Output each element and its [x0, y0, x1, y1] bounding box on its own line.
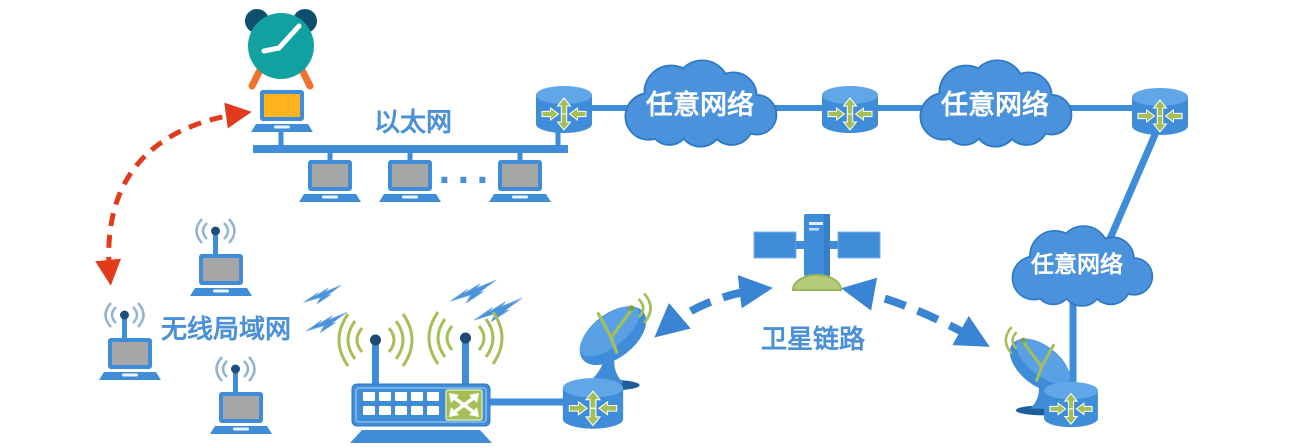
ground-dish-left-icon: [567, 291, 659, 393]
cloud1-label: 任意网络: [645, 89, 754, 120]
switch-cross-arrows-icon: [451, 395, 477, 415]
ethernet-host2-icon: [379, 160, 441, 202]
antenna-waves-left: [337, 313, 414, 367]
ap-base: [350, 430, 492, 443]
antenna-left: [372, 342, 379, 386]
wlan-label: 无线局域网: [161, 314, 291, 344]
radio-bolt3-icon: [450, 280, 497, 303]
cloud2-label: 任意网络: [940, 89, 1049, 120]
satellite-icon: [753, 213, 881, 292]
sender-laptop-icon: [251, 90, 313, 132]
roaming-path-arrow: [95, 102, 252, 286]
antenna-waves-right: [427, 311, 504, 365]
satellite-uplink-left-arrow: [654, 275, 774, 338]
ethernet-label: 以太网: [374, 107, 452, 137]
ap-ports: [363, 392, 439, 415]
wireless-access-point-icon: [337, 311, 504, 443]
satellite-uplink-right-arrow: [841, 277, 990, 347]
satellite-link-label: 卫星链路: [761, 324, 866, 354]
wlan-laptop3-icon: [210, 357, 272, 434]
cloud3-label: 任意网络: [1030, 251, 1123, 277]
router5-icon: [562, 377, 624, 430]
antenna-left-tip: [370, 334, 381, 346]
wlan-laptop1-icon: [190, 219, 252, 296]
ethernet-host1-icon: [299, 160, 361, 202]
router2-icon: [821, 85, 879, 134]
ethernet-ellipsis: ···: [439, 156, 496, 203]
router1-icon: [535, 85, 593, 134]
wlan-laptop2-icon: [99, 303, 161, 380]
radio-bolt1-icon: [303, 285, 342, 304]
ethernet-host3-icon: [489, 160, 551, 202]
antenna-right-tip: [460, 332, 471, 344]
router4-icon: [1043, 381, 1099, 428]
antenna-right: [462, 340, 469, 386]
alarm-clock-icon: [245, 9, 317, 90]
router3-icon: [1131, 87, 1189, 136]
